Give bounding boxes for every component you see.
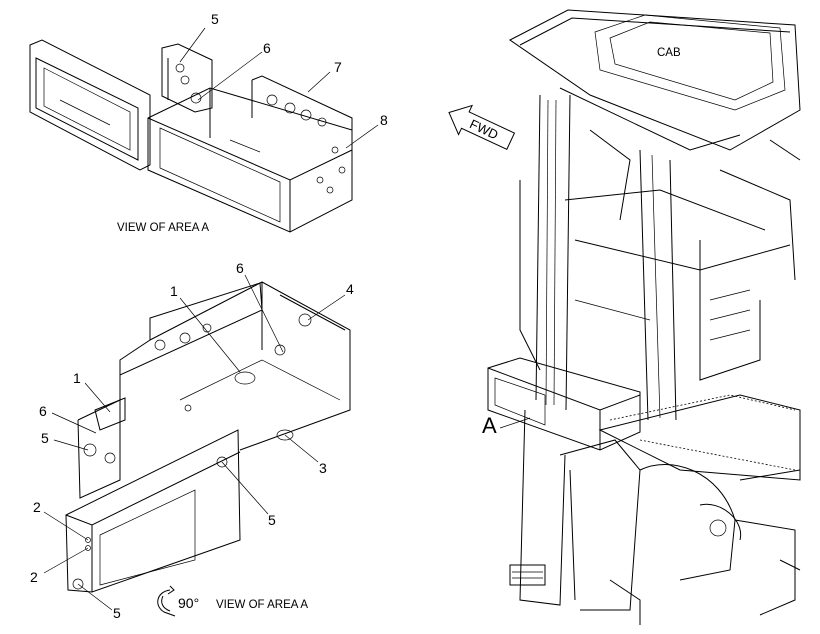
caption-view-of-area-a-top: VIEW OF AREA A bbox=[117, 222, 209, 234]
rotation-label: 90° bbox=[178, 595, 199, 611]
callout-6-top: 6 bbox=[263, 40, 271, 56]
callout-5-bottom-b: 5 bbox=[268, 512, 276, 528]
callout-2-bottom-a: 2 bbox=[33, 499, 41, 515]
callout-6-bottom-a: 6 bbox=[236, 260, 244, 276]
callout-7-top: 7 bbox=[334, 59, 342, 75]
callout-8-top: 8 bbox=[380, 112, 388, 128]
callout-2-bottom-b: 2 bbox=[30, 569, 38, 585]
callout-3-bottom: 3 bbox=[319, 460, 327, 476]
top-bracket-assembly bbox=[29, 27, 379, 233]
caption-view-of-area-a-bottom: VIEW OF AREA A bbox=[216, 599, 308, 611]
area-a-label: A bbox=[482, 413, 497, 438]
callout-5-bottom-c: 5 bbox=[113, 605, 121, 621]
cab-frame-assembly bbox=[487, 9, 801, 625]
bottom-bracket-assembly bbox=[43, 274, 351, 611]
callout-6-bottom-b: 6 bbox=[39, 403, 47, 419]
callout-4-bottom: 4 bbox=[346, 281, 354, 297]
callout-1-bottom-b: 1 bbox=[73, 370, 81, 386]
rotate-90-icon bbox=[157, 585, 176, 617]
callout-5-bottom-a: 5 bbox=[41, 430, 49, 446]
callout-5-top: 5 bbox=[211, 11, 219, 27]
callout-1-bottom-a: 1 bbox=[170, 283, 178, 299]
cab-label: CAB bbox=[657, 47, 681, 59]
forward-arrow-icon: FWD bbox=[448, 104, 516, 151]
